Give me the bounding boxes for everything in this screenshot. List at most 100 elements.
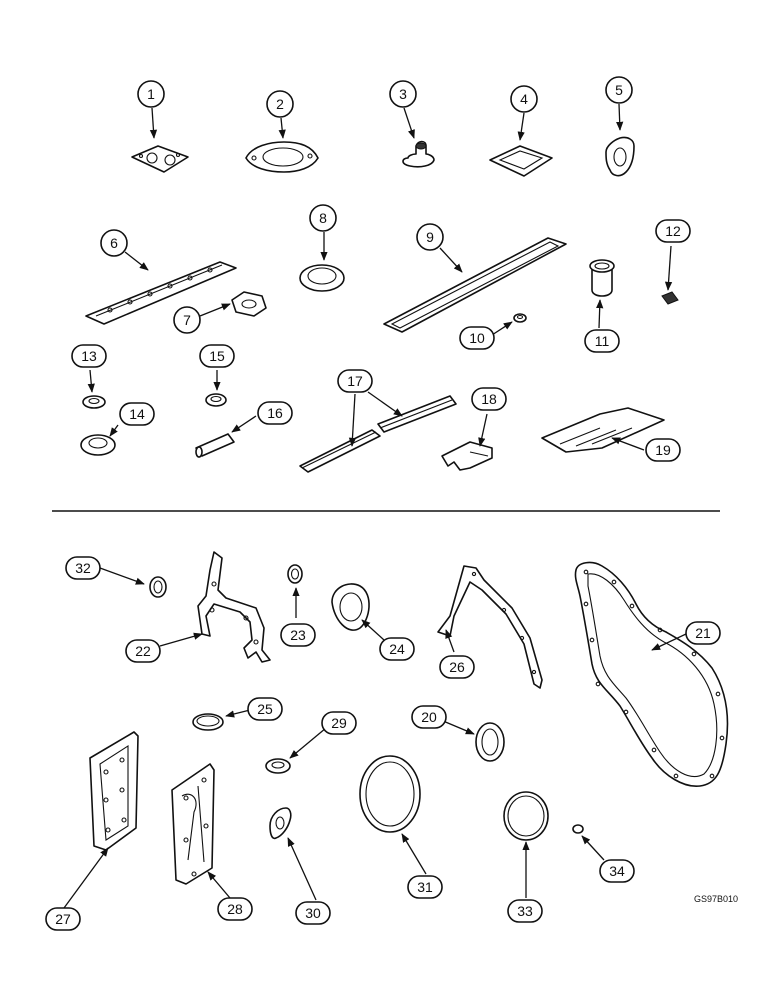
callout-2: 2	[266, 90, 294, 118]
svg-text:21: 21	[695, 625, 711, 641]
svg-text:18: 18	[481, 391, 497, 407]
part-28-oil-cooler-cover-gasket	[171, 763, 215, 885]
part-30-small-gasket	[269, 807, 292, 840]
callout-33: 33	[507, 899, 543, 923]
svg-text:23: 23	[290, 627, 306, 643]
svg-text:3: 3	[399, 86, 407, 102]
svg-text:22: 22	[135, 643, 151, 659]
part-32-o-ring	[149, 576, 167, 598]
callout-32: 32	[65, 556, 101, 580]
part-17-seal-strips	[299, 395, 457, 473]
part-13-seal-washer	[82, 395, 106, 409]
svg-text:17: 17	[347, 373, 363, 389]
part-18-bracket	[441, 441, 493, 471]
callout-17: 17	[337, 369, 373, 393]
callout-24: 24	[379, 637, 415, 661]
callout-12: 12	[655, 219, 691, 243]
svg-text:13: 13	[81, 348, 97, 364]
svg-text:12: 12	[665, 223, 681, 239]
svg-text:8: 8	[319, 210, 327, 226]
leader-lines	[63, 103, 687, 909]
callout-21: 21	[685, 621, 721, 645]
callout-10: 10	[459, 326, 495, 350]
part-23-o-ring	[287, 564, 303, 584]
part-15-seal-washer	[205, 393, 227, 407]
part-22-housing-gasket	[197, 551, 271, 663]
part-8-seal-ring	[299, 264, 345, 292]
callout-22: 22	[125, 639, 161, 663]
part-10-small-ring	[513, 313, 527, 323]
part-31-rear-seal	[359, 755, 421, 833]
svg-text:24: 24	[389, 641, 405, 657]
part-19-plate-gasket	[541, 407, 665, 453]
callout-25: 25	[247, 697, 283, 721]
svg-text:26: 26	[449, 659, 465, 675]
part-4-square-gasket	[489, 145, 553, 177]
svg-text:29: 29	[331, 715, 347, 731]
callout-1: 1	[137, 80, 165, 108]
svg-text:14: 14	[129, 406, 145, 422]
callout-20: 20	[411, 705, 447, 729]
callout-28: 28	[217, 897, 253, 921]
part-7-small-gasket	[231, 291, 267, 317]
part-33-seal-ring	[503, 791, 549, 841]
part-11-sleeve	[589, 259, 615, 297]
part-14-seal	[80, 434, 116, 456]
callout-26: 26	[439, 655, 475, 679]
svg-text:2: 2	[276, 96, 284, 112]
svg-text:31: 31	[417, 879, 433, 895]
callout-4: 4	[510, 85, 538, 113]
callout-6: 6	[100, 229, 128, 257]
callout-19: 19	[645, 438, 681, 462]
svg-text:1: 1	[147, 86, 155, 102]
callout-15: 15	[199, 344, 235, 368]
callout-29: 29	[321, 711, 357, 735]
callout-8: 8	[309, 204, 337, 232]
svg-text:6: 6	[110, 235, 118, 251]
part-25-o-ring	[192, 713, 224, 731]
svg-text:25: 25	[257, 701, 273, 717]
svg-text:28: 28	[227, 901, 243, 917]
part-6-long-gasket	[85, 261, 237, 325]
svg-text:27: 27	[55, 911, 71, 927]
svg-text:30: 30	[305, 905, 321, 921]
svg-text:15: 15	[209, 348, 225, 364]
svg-text:7: 7	[183, 312, 191, 328]
callout-27: 27	[45, 907, 81, 931]
callout-14: 14	[119, 402, 155, 426]
callout-31: 31	[407, 875, 443, 899]
callout-30: 30	[295, 901, 331, 925]
callout-23: 23	[280, 623, 316, 647]
part-3-grommet	[402, 140, 435, 168]
part-24-cover-gasket	[331, 583, 370, 631]
callout-11: 11	[584, 329, 620, 353]
svg-text:16: 16	[267, 405, 283, 421]
svg-text:34: 34	[609, 863, 625, 879]
svg-text:11: 11	[595, 333, 610, 349]
callout-3: 3	[389, 80, 417, 108]
callout-5: 5	[605, 76, 633, 104]
svg-text:32: 32	[75, 560, 91, 576]
svg-text:33: 33	[517, 903, 533, 919]
callout-9: 9	[416, 223, 444, 251]
svg-text:10: 10	[469, 330, 485, 346]
part-1-adapter-gasket	[131, 145, 189, 173]
part-34-o-ring	[572, 824, 584, 834]
part-12-plug	[661, 291, 679, 305]
part-27-oil-cooler-gasket	[89, 731, 139, 851]
svg-text:5: 5	[615, 82, 623, 98]
part-16-dowel	[195, 433, 235, 458]
callout-7: 7	[173, 306, 201, 334]
part-21-gear-housing-gasket	[574, 561, 729, 787]
part-9-rocker-cover-gasket	[383, 237, 567, 333]
part-20-oil-seal	[475, 722, 505, 762]
svg-text:9: 9	[426, 229, 434, 245]
callout-16: 16	[257, 401, 293, 425]
figure-code: GS97B010	[694, 894, 738, 904]
callout-34: 34	[599, 859, 635, 883]
part-5-oval-gasket	[605, 136, 635, 177]
svg-text:20: 20	[421, 709, 437, 725]
svg-text:19: 19	[655, 442, 671, 458]
part-29-seal-washer	[265, 758, 291, 774]
